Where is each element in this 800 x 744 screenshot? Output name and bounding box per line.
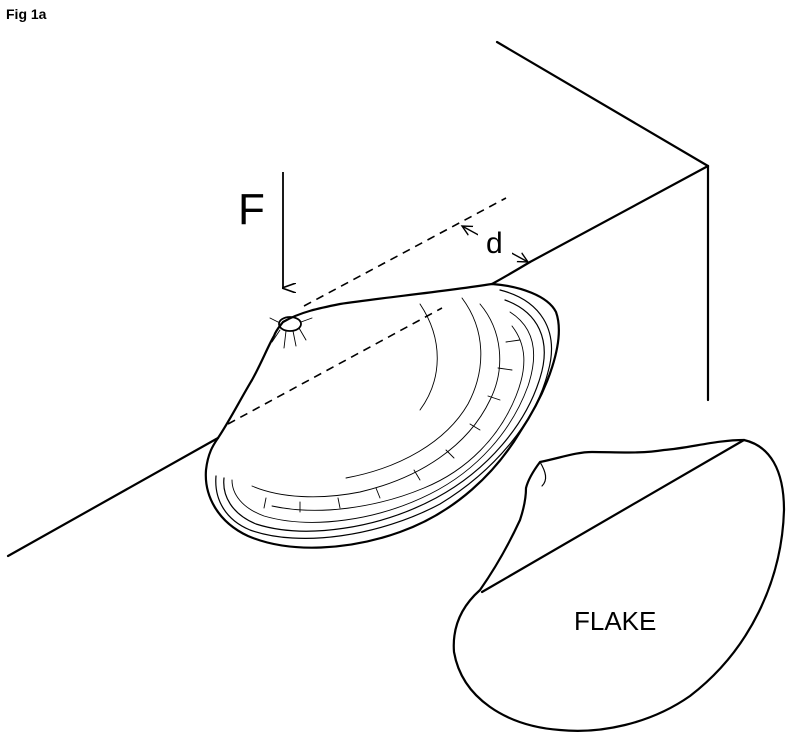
detached-flake: FLAKE: [452, 438, 786, 732]
flake-bulb-scar: [539, 461, 547, 487]
distance-label: d: [486, 227, 503, 260]
impact-cone: [278, 316, 302, 332]
core-block: [6, 40, 710, 558]
force-label: F: [238, 185, 265, 234]
ripple-ring: [419, 303, 438, 411]
ripple-ring: [231, 311, 535, 523]
block-platform-edge-right: [528, 164, 710, 264]
block-lower-front-edge: [6, 436, 220, 558]
flake-outline: [452, 438, 786, 732]
flake-axis-line: [227, 307, 443, 425]
ripple-ticks: [263, 339, 521, 513]
platform-reference-line: [303, 197, 507, 307]
ripple-ring: [345, 297, 482, 479]
block-platform-edge-mid: [490, 260, 532, 286]
ripple-ring: [271, 325, 525, 511]
flake-ventral-edge: [480, 438, 746, 594]
impact-point: [269, 316, 313, 349]
distance-label-backdrop: [478, 226, 512, 260]
flake-scar: [204, 282, 560, 549]
ripple-ring: [215, 289, 553, 539]
figure-label: Fig 1a: [6, 6, 47, 22]
flake-scar-outline: [204, 282, 560, 549]
ripple-ring: [223, 299, 545, 532]
block-top-back-edge: [495, 40, 710, 168]
ripple-ring: [251, 303, 501, 498]
flake-label: FLAKE: [574, 606, 656, 636]
